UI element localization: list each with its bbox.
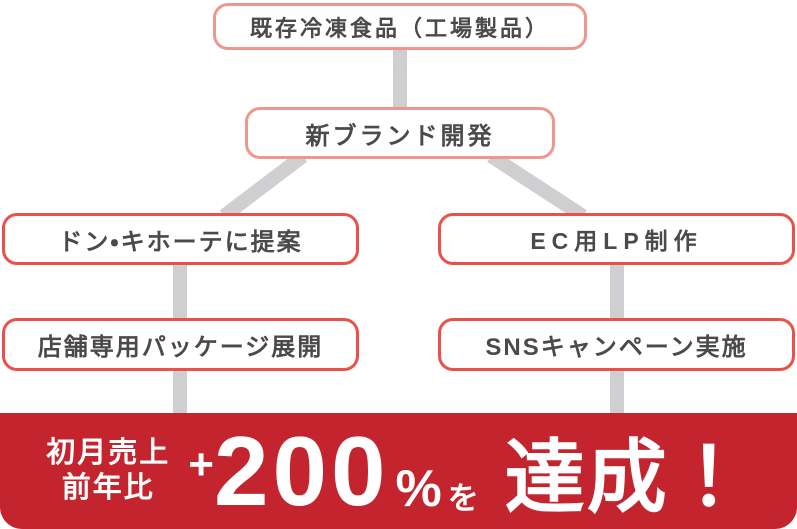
- banner-plus-sign: +: [188, 440, 214, 489]
- connector-brand-to-donki: [219, 150, 308, 222]
- banner-result-text: 達成！: [504, 433, 751, 522]
- connector-brand-to-eclp: [487, 150, 587, 222]
- banner-label-line1: 初月売上: [46, 437, 171, 470]
- flow-node-store-package-rollout: 店舗専用パッケージ展開: [2, 318, 359, 371]
- flow-node-new-brand-development: 新ブランド開発: [245, 107, 555, 159]
- flow-node-sns-campaign: SNSキャンペーン実施: [438, 318, 795, 371]
- banner-label-line2: 前年比: [61, 472, 155, 504]
- flow-node-existing-frozen-food: 既存冷凍食品（工場製品）: [213, 3, 587, 50]
- banner-percent-sign: %: [395, 460, 442, 518]
- result-banner: 初月売上 前年比 + 200 % を 達成！: [0, 413, 797, 529]
- banner-particle: を: [447, 480, 479, 516]
- banner-value: 200: [213, 416, 390, 526]
- banner-label: 初月売上 前年比: [46, 436, 170, 506]
- flow-node-donki-proposal: ドン・キホーテに提案: [2, 213, 359, 265]
- flow-node-ec-lp-production: EC用LP制作: [438, 213, 795, 265]
